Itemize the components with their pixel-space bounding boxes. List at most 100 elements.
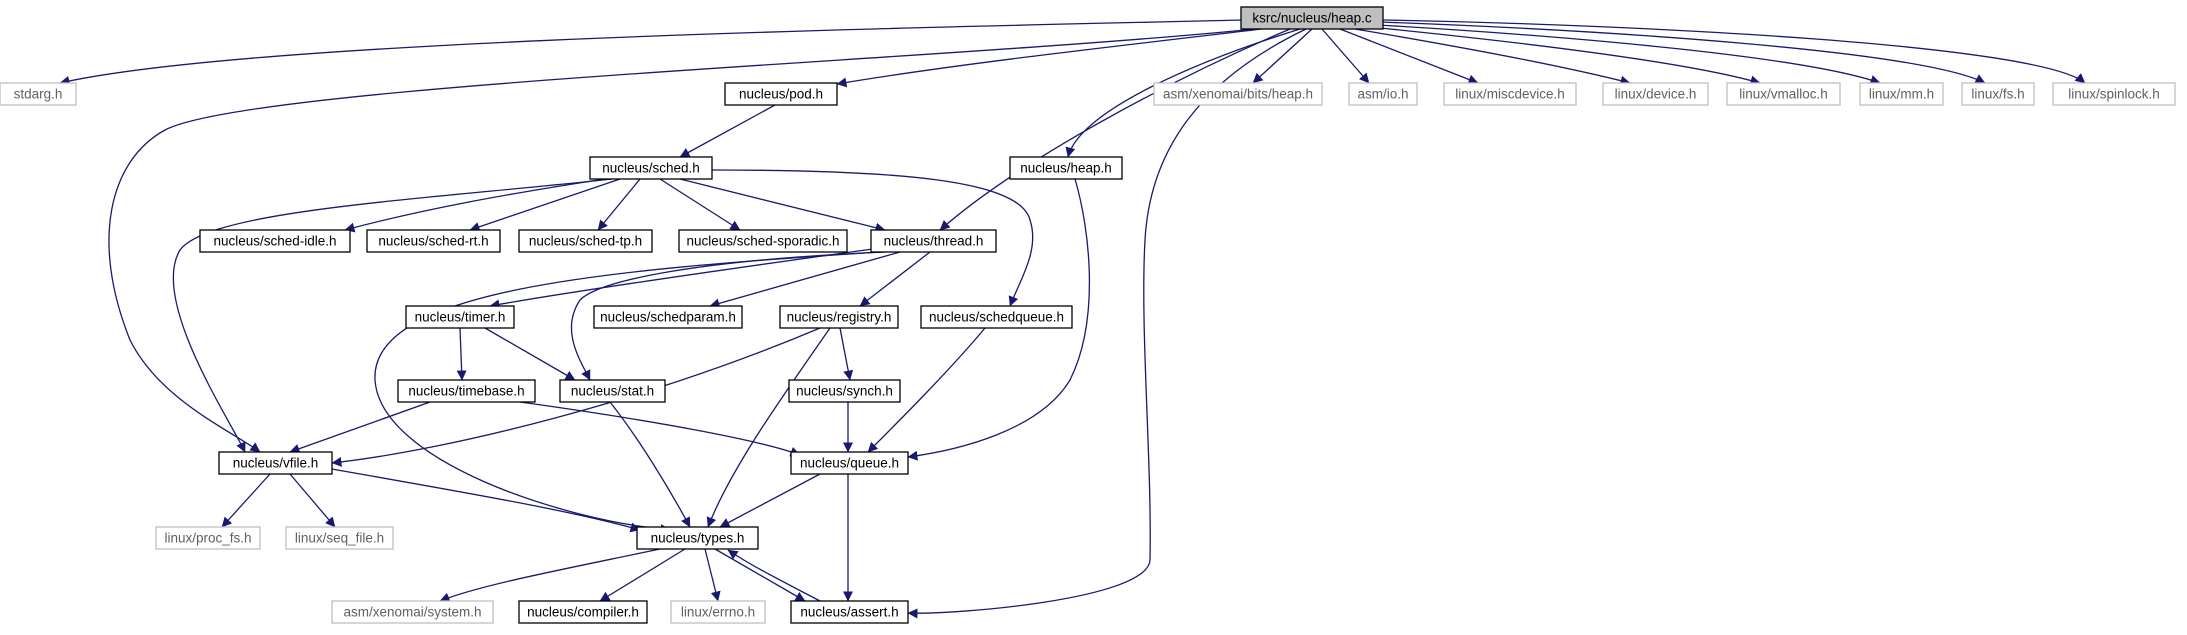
node-device: linux/device.h xyxy=(1602,82,1709,106)
node-sched-idle[interactable]: nucleus/sched-idle.h xyxy=(199,229,351,253)
node-label: nucleus/schedparam.h xyxy=(600,310,736,325)
edge-heap_c-to-miscdevice xyxy=(1339,28,1479,85)
node-queue[interactable]: nucleus/queue.h xyxy=(790,451,909,475)
node-label: linux/vmalloc.h xyxy=(1739,87,1828,102)
node-label: nucleus/schedqueue.h xyxy=(929,310,1064,325)
node-box xyxy=(1859,82,1944,106)
node-stdarg: stdarg.h xyxy=(0,82,77,106)
node-box xyxy=(397,379,536,403)
node-bits-heap: asm/xenomai/bits/heap.h xyxy=(1153,82,1323,106)
node-timer[interactable]: nucleus/timer.h xyxy=(405,305,515,329)
node-synch[interactable]: nucleus/synch.h xyxy=(788,379,901,403)
node-label: linux/device.h xyxy=(1615,87,1697,102)
node-label: ksrc/nucleus/heap.c xyxy=(1252,11,1372,26)
edge-timer-to-timebase xyxy=(456,327,467,381)
edge-vfile-to-proc_fs xyxy=(221,473,271,528)
node-label: stdarg.h xyxy=(14,87,63,102)
node-miscdevice: linux/miscdevice.h xyxy=(1443,82,1577,106)
edge-assert-to-types xyxy=(727,549,821,602)
edge-sched-to-sched_tp xyxy=(597,178,641,231)
edge-timebase-to-vfile xyxy=(289,401,431,454)
node-heap-h[interactable]: nucleus/heap.h xyxy=(1009,156,1123,180)
node-system: asm/xenomai/system.h xyxy=(331,600,494,624)
node-label: nucleus/registry.h xyxy=(787,310,892,325)
node-box xyxy=(779,305,899,329)
node-schedparam[interactable]: nucleus/schedparam.h xyxy=(593,305,743,329)
node-label: linux/miscdevice.h xyxy=(1455,87,1565,102)
node-vfile[interactable]: nucleus/vfile.h xyxy=(218,451,333,475)
node-box xyxy=(790,600,909,624)
node-label: linux/proc_fs.h xyxy=(164,531,251,546)
node-layer: ksrc/nucleus/heap.c stdarg.h nucleus/pod.h… xyxy=(0,6,2176,624)
node-box xyxy=(285,526,394,550)
edge-timebase-to-queue xyxy=(519,401,801,457)
node-compiler[interactable]: nucleus/compiler.h xyxy=(518,600,648,624)
node-box xyxy=(593,305,743,329)
edge-thread-to-stat xyxy=(570,251,886,381)
node-label: nucleus/timer.h xyxy=(415,310,506,325)
node-box xyxy=(724,82,838,106)
node-box xyxy=(1009,156,1123,180)
node-label: nucleus/thread.h xyxy=(884,234,984,249)
edge-thread-to-timer xyxy=(489,247,881,310)
edge-queue-to-types xyxy=(719,473,821,528)
node-fs: linux/fs.h xyxy=(1961,82,2035,106)
node-label: nucleus/queue.h xyxy=(800,456,899,471)
node-heap-c[interactable]: ksrc/nucleus/heap.c xyxy=(1240,6,1384,30)
node-box xyxy=(1153,82,1323,106)
edge-sched-to-sched_rt xyxy=(469,178,621,232)
edge-types-to-compiler xyxy=(599,548,686,602)
edge-heap_c-to-vfile xyxy=(108,28,1256,453)
edge-heap_c-to-vmalloc xyxy=(1369,26,1761,86)
node-timebase[interactable]: nucleus/timebase.h xyxy=(397,379,536,403)
node-label: nucleus/pod.h xyxy=(739,87,823,102)
node-sched-sporadic[interactable]: nucleus/sched-sporadic.h xyxy=(678,229,848,253)
edge-heap_c-to-pod xyxy=(836,28,1263,88)
node-box xyxy=(0,82,77,106)
edge-heap_c-to-mm xyxy=(1377,24,1881,85)
node-label: nucleus/stat.h xyxy=(571,384,654,399)
edge-sched-to-sched_idle xyxy=(344,178,606,233)
node-label: nucleus/sched-idle.h xyxy=(213,234,336,249)
node-proc-fs: linux/proc_fs.h xyxy=(155,526,261,550)
node-stat[interactable]: nucleus/stat.h xyxy=(559,379,666,403)
node-sched[interactable]: nucleus/sched.h xyxy=(589,156,713,180)
node-box xyxy=(870,229,997,253)
node-label: nucleus/compiler.h xyxy=(527,605,639,620)
node-vmalloc: linux/vmalloc.h xyxy=(1726,82,1841,106)
edge-heap_c-to-assert xyxy=(907,28,1307,619)
edge-schedqueue-to-queue xyxy=(867,327,986,453)
node-box xyxy=(920,305,1073,329)
edge-thread-to-schedparam xyxy=(709,251,901,309)
node-label: asm/xenomai/bits/heap.h xyxy=(1163,87,1313,102)
edge-types-to-system xyxy=(439,548,661,603)
node-label: linux/errno.h xyxy=(681,605,755,620)
node-mm: linux/mm.h xyxy=(1859,82,1944,106)
node-spinlock: linux/spinlock.h xyxy=(2052,82,2176,106)
node-sched-rt[interactable]: nucleus/sched-rt.h xyxy=(366,229,501,253)
node-schedqueue[interactable]: nucleus/schedqueue.h xyxy=(920,305,1073,329)
node-sched-tp[interactable]: nucleus/sched-tp.h xyxy=(518,229,653,253)
edge-heap_c-to-device xyxy=(1354,28,1631,86)
edge-vfile-to-seq_file xyxy=(289,473,336,528)
node-box xyxy=(670,600,766,624)
node-assert[interactable]: nucleus/assert.h xyxy=(790,600,909,624)
node-label: linux/seq_file.h xyxy=(295,531,384,546)
node-box xyxy=(518,229,653,253)
node-box xyxy=(636,526,759,550)
node-label: linux/spinlock.h xyxy=(2068,87,2160,102)
edge-thread-to-types xyxy=(374,251,881,535)
node-pod[interactable]: nucleus/pod.h xyxy=(724,82,838,106)
edge-sched-to-schedqueue xyxy=(711,169,1034,307)
edge-registry-to-synch xyxy=(839,327,854,381)
node-box xyxy=(788,379,901,403)
node-thread[interactable]: nucleus/thread.h xyxy=(870,229,997,253)
edge-thread-to-registry xyxy=(859,251,931,307)
node-types[interactable]: nucleus/types.h xyxy=(636,526,759,550)
edge-vfile-to-types xyxy=(331,468,641,533)
node-registry[interactable]: nucleus/registry.h xyxy=(779,305,899,329)
node-label: asm/io.h xyxy=(1357,87,1408,102)
node-box xyxy=(218,451,333,475)
node-seq-file: linux/seq_file.h xyxy=(285,526,394,550)
